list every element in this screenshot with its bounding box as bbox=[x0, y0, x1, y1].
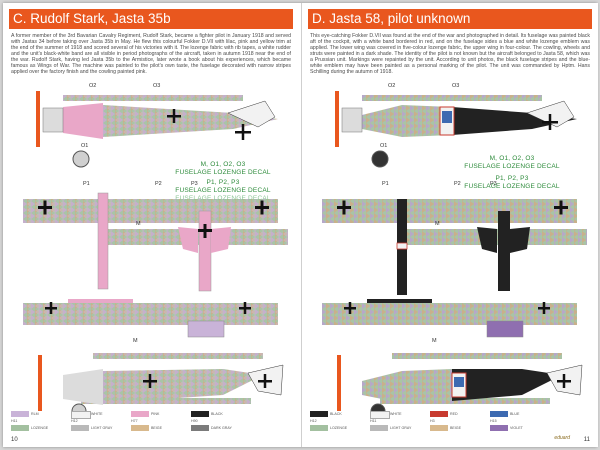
right-swatch-6 bbox=[370, 425, 388, 431]
left-swatch-code-1: H11 bbox=[11, 419, 18, 423]
left-swatch-label-6: LIGHT GRAY bbox=[91, 426, 113, 430]
left-callout-8: M bbox=[133, 338, 138, 344]
left-swatch-label-3: PINK bbox=[151, 412, 160, 416]
right-decal-note-1: M, O1, O2, O3 bbox=[489, 155, 535, 162]
right-swatch-8 bbox=[490, 425, 508, 431]
right-callout-4: P2 bbox=[454, 181, 461, 187]
right-decal-note-2: FUSELAGE LOZENGE DECAL bbox=[464, 163, 560, 170]
right-swatch-code-2: H11 bbox=[370, 419, 377, 423]
left-swatch-label-1: RLM bbox=[31, 412, 39, 416]
eduard-logo: eduard bbox=[554, 435, 570, 441]
right-callout-2: O3 bbox=[452, 83, 460, 89]
right-underside-view bbox=[322, 302, 577, 338]
right-swatch-code-1: H12 bbox=[310, 419, 317, 423]
left-swatch-label-4: BLACK bbox=[211, 412, 223, 416]
left-page-body: A former member of the 3rd Bavarian Cava… bbox=[11, 33, 291, 75]
left-callout-3: P1 bbox=[83, 181, 90, 187]
left-decal-note-2: FUSELAGE LOZENGE DECAL bbox=[175, 169, 271, 176]
left-swatch-label-2: WHITE bbox=[91, 412, 103, 416]
right-callout-5: P3 bbox=[490, 181, 497, 187]
left-underside-view bbox=[23, 302, 278, 338]
right-swatch-code-3: H3 bbox=[430, 419, 435, 423]
right-swatch-label-8: VIOLET bbox=[510, 426, 523, 430]
right-side-view-bottom bbox=[337, 353, 583, 419]
right-callout-8: M bbox=[432, 338, 437, 344]
right-page-body: This eye-catching Fokker D.VII was found… bbox=[310, 33, 590, 75]
left-callout-5: P3 bbox=[191, 181, 198, 187]
left-callout-1: O2 bbox=[89, 83, 97, 89]
right-swatch-2 bbox=[370, 411, 390, 419]
left-swatch-2 bbox=[71, 411, 91, 419]
right-decal-group-2: P1, P2, P3 FUSELAGE LOZENGE DECAL bbox=[452, 175, 572, 191]
right-page: D. Jasta 58, pilot unknown This eye-catc… bbox=[301, 3, 598, 447]
right-swatch-4 bbox=[490, 411, 508, 417]
right-swatch-1 bbox=[310, 411, 328, 417]
right-swatch-label-3: RED bbox=[450, 412, 458, 416]
right-swatch-label-6: LIGHT GRAY bbox=[390, 426, 412, 430]
right-page-number: 11 bbox=[583, 437, 590, 443]
right-swatch-label-1: BLACK bbox=[330, 412, 342, 416]
left-decal-note-5: FUSELAGE LOZENGE DECAL bbox=[175, 195, 271, 202]
left-swatch-label-8: DARK GRAY bbox=[211, 426, 232, 430]
right-swatch-7 bbox=[430, 425, 448, 431]
left-decal-note-1: M, O1, O2, O3 bbox=[200, 161, 246, 168]
left-decal-note-4: FUSELAGE LOZENGE DECAL bbox=[175, 187, 271, 194]
left-callout-2: O3 bbox=[153, 83, 161, 89]
left-decal-note-3: P1, P2, P3 bbox=[206, 179, 240, 186]
right-swatch-5 bbox=[310, 425, 328, 431]
left-side-view-top bbox=[36, 91, 278, 168]
left-decal-group-1: M, O1, O2, O3 FUSELAGE LOZENGE DECAL bbox=[163, 161, 283, 177]
right-callout-6: M bbox=[435, 221, 440, 227]
left-page-number: 10 bbox=[11, 437, 18, 443]
left-swatch-1 bbox=[11, 411, 29, 417]
left-swatch-3 bbox=[131, 411, 149, 417]
right-swatch-label-2: WHITE bbox=[390, 412, 402, 416]
left-swatch-5 bbox=[11, 425, 29, 431]
left-callout-6: M bbox=[136, 221, 141, 227]
left-swatch-code-2: H12 bbox=[71, 419, 78, 423]
right-callout-1: O2 bbox=[388, 83, 396, 89]
right-callout-7: O1 bbox=[380, 143, 388, 149]
left-swatch-7 bbox=[131, 425, 149, 431]
left-swatch-4 bbox=[191, 411, 209, 417]
instruction-spread: C. Rudolf Stark, Jasta 35b A former memb… bbox=[3, 3, 598, 447]
left-swatch-code-4: H90 bbox=[191, 419, 198, 423]
left-decal-group-2: P1, P2, P3 FUSELAGE LOZENGE DECAL FUSELA… bbox=[163, 179, 283, 203]
right-swatch-label-5: LOZENGE bbox=[330, 426, 348, 430]
right-swatch-code-4: H15 bbox=[490, 419, 497, 423]
left-swatch-label-7: BEIGE bbox=[151, 426, 162, 430]
right-page-title: D. Jasta 58, pilot unknown bbox=[308, 9, 592, 29]
right-decal-note-4: FUSELAGE LOZENGE DECAL bbox=[464, 183, 560, 190]
right-swatch-label-4: BLUE bbox=[510, 412, 520, 416]
right-callout-3: P1 bbox=[382, 181, 389, 187]
right-aircraft-plate bbox=[322, 91, 587, 419]
right-decal-note-3: P1, P2, P3 bbox=[495, 175, 529, 182]
left-swatch-8 bbox=[191, 425, 209, 431]
right-side-view-top bbox=[335, 91, 577, 168]
right-plan-view bbox=[322, 199, 587, 319]
left-swatch-code-3: H77 bbox=[131, 419, 138, 423]
right-swatch-label-7: BEIGE bbox=[450, 426, 461, 430]
right-swatch-3 bbox=[430, 411, 448, 417]
right-decal-group-1: M, O1, O2, O3 FUSELAGE LOZENGE DECAL bbox=[452, 155, 572, 171]
left-callout-7: O1 bbox=[81, 143, 89, 149]
left-swatch-6 bbox=[71, 425, 89, 431]
left-page-title: C. Rudolf Stark, Jasta 35b bbox=[9, 9, 293, 29]
left-swatch-label-5: LOZENGE bbox=[31, 426, 49, 430]
right-color-legend: BLACK H12 WHITE H11 RED H3 BLUE H15 LOZE… bbox=[310, 411, 550, 435]
left-aircraft-plate bbox=[23, 91, 288, 419]
left-side-view-bottom bbox=[38, 353, 284, 419]
left-color-legend: RLM H11 WHITE H12 PINK H77 BLACK H90 LOZ… bbox=[11, 411, 251, 435]
left-page: C. Rudolf Stark, Jasta 35b A former memb… bbox=[3, 3, 299, 447]
left-plan-view bbox=[23, 192, 288, 319]
left-callout-4: P2 bbox=[155, 181, 162, 187]
